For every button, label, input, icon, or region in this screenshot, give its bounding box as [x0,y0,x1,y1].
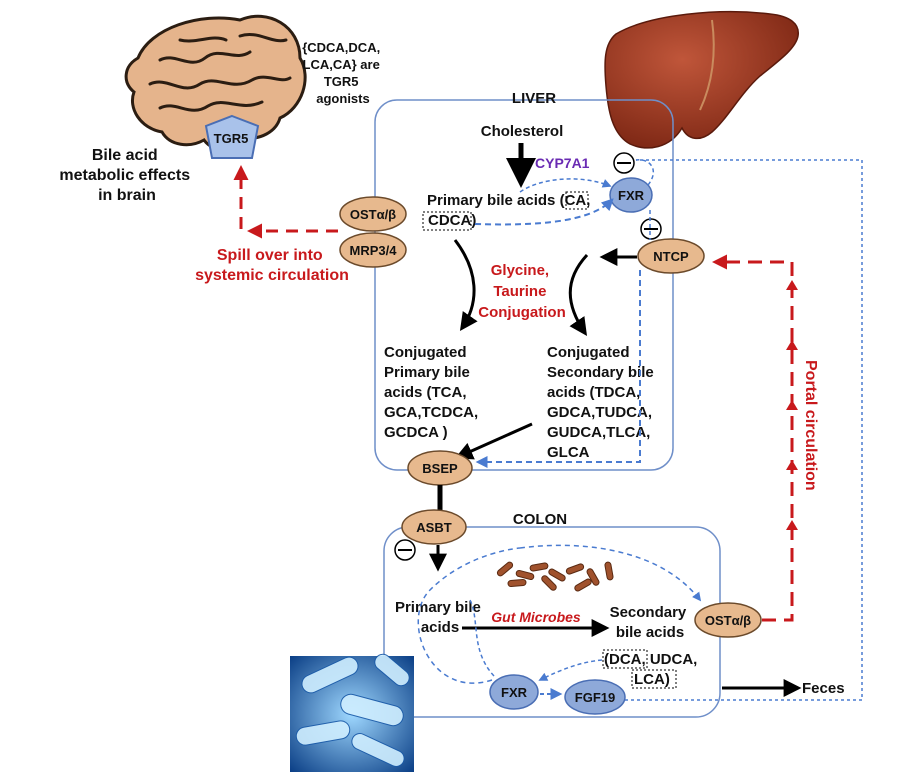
svg-text:MRP3/4: MRP3/4 [350,243,398,258]
svg-text:FGF19: FGF19 [575,690,615,705]
svg-text:OSTα/β: OSTα/β [705,613,751,628]
mrp34-transporter: MRP3/4 [339,232,407,268]
inhibit-ntcp-symbol [640,218,662,240]
colon-title: COLON [513,511,567,528]
fxr-liver-node: FXR [609,177,653,213]
conjugation-arrow-left [453,239,478,331]
svg-text:FXR: FXR [618,188,645,203]
bsep-transporter: BSEP [407,450,473,486]
feces-label: Feces [802,680,845,697]
fxr-to-asbt-inhibit-dashed [469,599,495,677]
tgr5-agonists-note: {CDCA,DCA, LCA,CA} are TGR5 agonists [302,40,384,106]
ost-liver-transporter: OSTα/β [339,196,407,232]
svg-text:OSTα/β: OSTα/β [350,207,396,222]
liver-illustration [604,11,799,149]
fxr-colon-node: FXR [489,674,539,710]
colon-fxr-loop-right [519,544,702,602]
secondary-to-fxr-dashed [538,659,603,681]
liver-compartment [374,99,674,471]
tgr5-receptor: TGR5 [204,114,260,159]
portal-circulation-markers [786,280,798,530]
gut-microbes-label: Gut Microbes [491,609,581,625]
inhibit-cyp7a1-symbol [613,152,635,174]
gut-microbes-illustration [496,561,614,592]
conjugation-label: Glycine, Taurine Conjugation [478,262,565,321]
conjugated-secondary-bile-acids: Conjugated Secondary bile acids (TDCA, G… [547,344,658,461]
portal-circulation-label: Portal circulation [802,360,819,491]
ost-colon-transporter: OSTα/β [694,602,762,638]
brain-effects-label: Bile acid metabolic effects in brain [59,147,194,204]
liver-primary-bile-acids: Primary bile acids (CA, CDCA) [427,192,595,229]
tgr5-label: TGR5 [214,131,249,146]
fgf19-node: FGF19 [564,679,626,715]
fgf19-to-cyp7a1-feedback [625,159,863,701]
secondary-bile-acid-list: (DCA, UDCA, LCA) [604,651,702,688]
secondary-to-bsep-arrow [454,422,533,460]
conjugated-primary-bile-acids: Conjugated Primary bile acids (TCA, GCA,… [384,344,482,441]
cyp7a1-label: CYP7A1 [535,155,590,171]
svg-text:NTCP: NTCP [653,249,689,264]
brain-illustration [124,14,307,151]
fxr-liver-feedback-arrow [474,198,614,226]
liver-title: LIVER [512,90,556,107]
svg-text:BSEP: BSEP [422,461,458,476]
cholesterol-label: Cholesterol [481,123,564,140]
bacteria-illustration [290,653,414,772]
portal-circulation-arrow [712,254,794,622]
svg-text:ASBT: ASBT [416,520,451,535]
spill-over-label: Spill over into systemic circulation [195,247,349,284]
colon-primary-bile-acids: Primary bile acids [395,599,485,636]
colon-secondary-bile-acids: Secondary bile acids [610,604,691,641]
conjugation-arrow-right [568,253,589,336]
svg-text:FXR: FXR [501,685,528,700]
colon-fxr-loop-left [417,547,521,684]
ntcp-to-bsep-dashed [475,270,641,468]
ntcp-transporter: NTCP [637,238,705,274]
inhibit-asbt-symbol [394,539,416,561]
fxr-liver-loop [519,178,612,193]
asbt-transporter: ASBT [401,509,467,545]
